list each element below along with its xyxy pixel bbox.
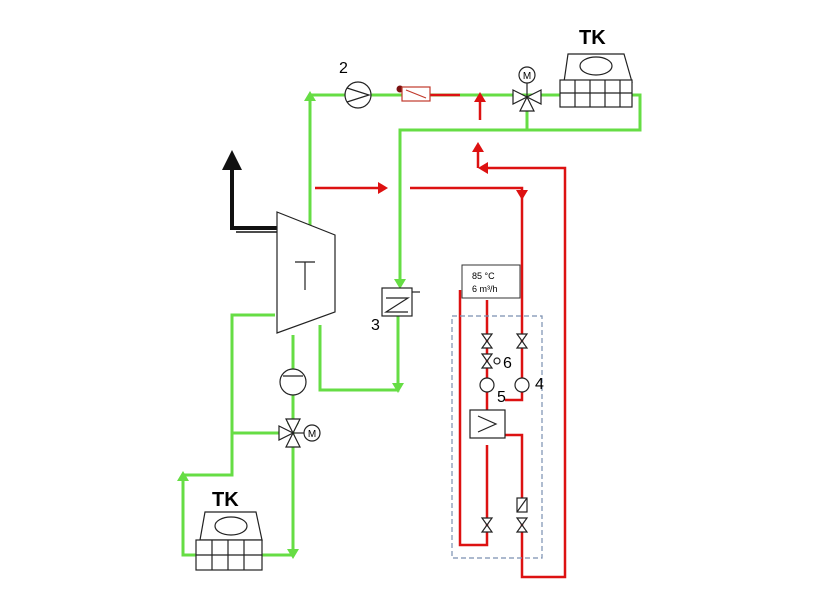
- valve-right-top: [515, 333, 529, 349]
- cooling-loop-lines: [181, 93, 642, 557]
- info-temperature: 85 °C: [472, 271, 495, 281]
- exhaust-arrow: [222, 150, 278, 233]
- pump-bottom: [279, 368, 307, 396]
- valve-group-6: [480, 353, 501, 369]
- pump-left-label: 5: [497, 389, 506, 406]
- valve-left-bottom: [480, 517, 494, 533]
- valve-3way-bottom: [278, 418, 321, 448]
- check-valve-right: [516, 497, 528, 513]
- valve-right-bottom: [515, 517, 529, 533]
- valve-group-label: 6: [503, 355, 512, 372]
- info-flow: 6 m³/h: [472, 284, 498, 294]
- tk-unit-top: [559, 53, 633, 108]
- tk-bottom-label: TK: [212, 489, 239, 511]
- pump-left: [479, 377, 495, 393]
- valve-3way-top: [512, 66, 542, 112]
- heat-exchanger: [381, 287, 420, 317]
- tk-unit-bottom: [195, 511, 263, 571]
- strainer: [396, 85, 431, 102]
- motor-bottom-label: M: [308, 429, 316, 440]
- dashed-frame: [451, 315, 543, 559]
- valve-left-top: [480, 333, 494, 349]
- pump-main: [344, 81, 372, 109]
- info-box: [461, 264, 521, 299]
- pump-right: [514, 377, 530, 393]
- tk-top-label: TK: [579, 27, 606, 49]
- hot-water-flow-arrows: [378, 92, 528, 200]
- pump-right-label: 4: [535, 376, 544, 393]
- motor-top-label: M: [523, 71, 531, 82]
- plate-heat-exchanger: [469, 409, 506, 439]
- pump-main-label: 2: [339, 60, 348, 77]
- heat-exchanger-label: 3: [371, 317, 380, 334]
- turbine: [276, 211, 336, 334]
